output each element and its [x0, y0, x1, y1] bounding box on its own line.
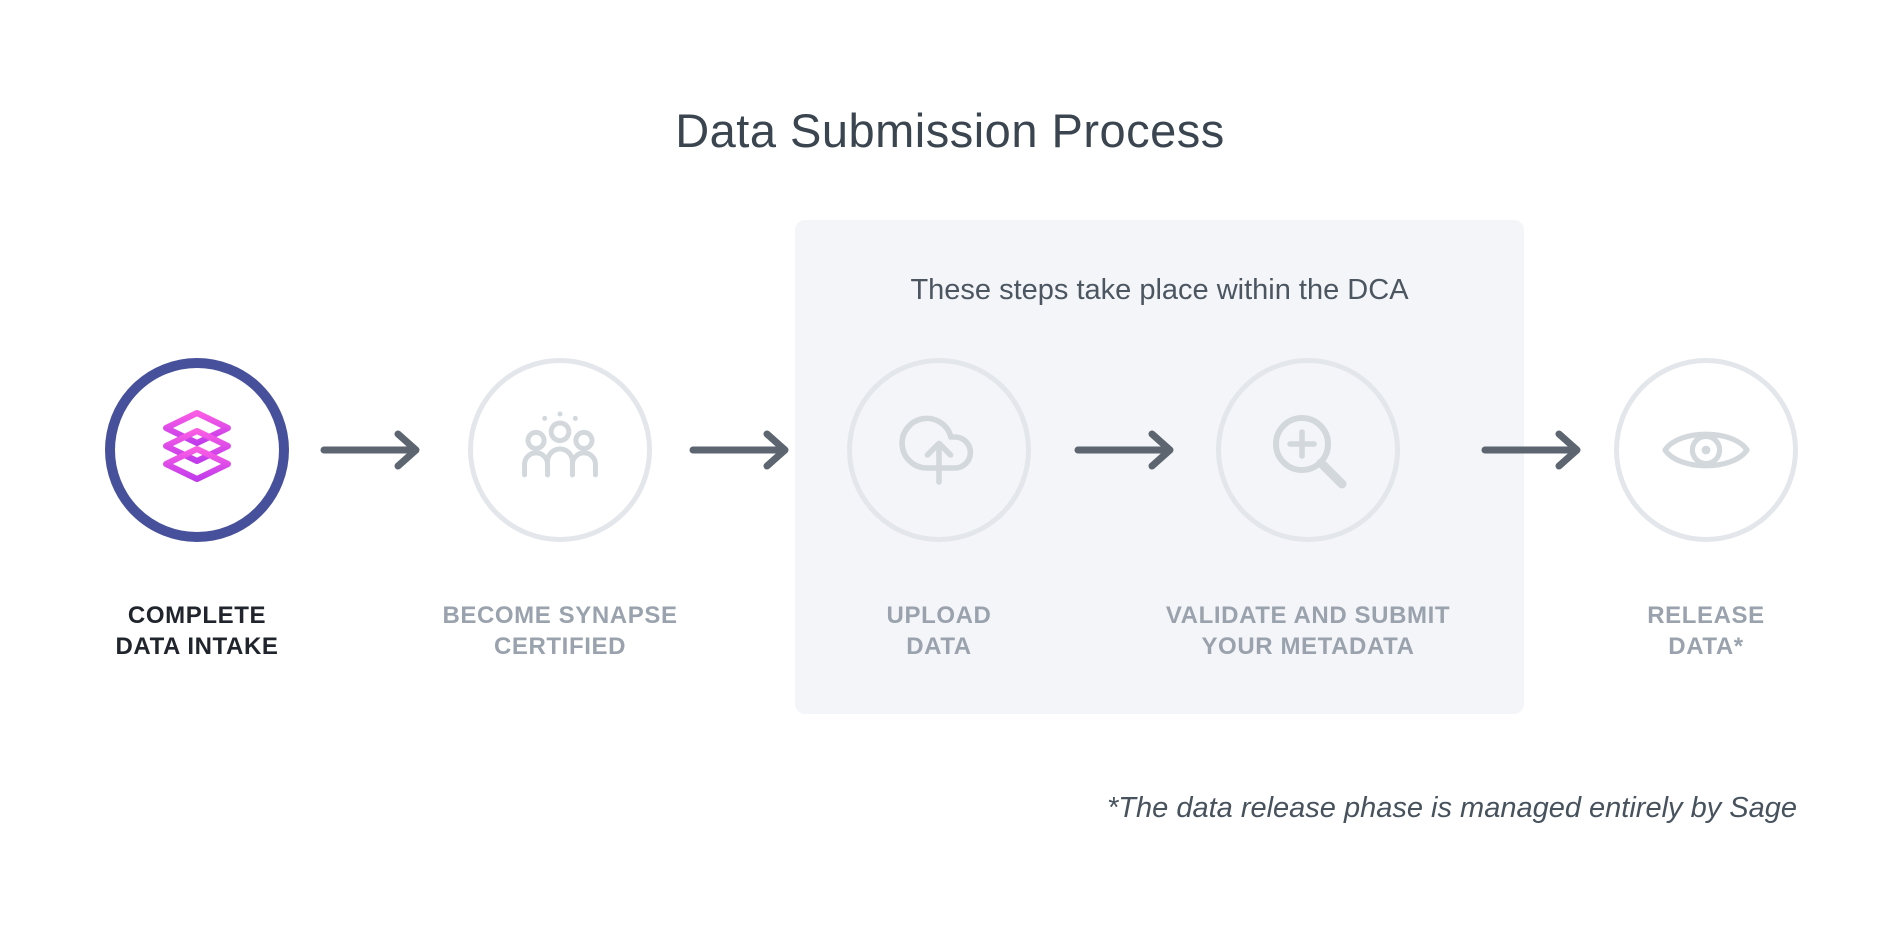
step-circle	[468, 358, 652, 542]
cloud-upload-icon	[899, 415, 974, 485]
step-circle	[1216, 358, 1400, 542]
arrow-right-icon	[320, 430, 420, 470]
step-label: RELEASE DATA*	[1546, 600, 1866, 662]
step-label-line2: DATA INTAKE	[115, 633, 279, 660]
arrow-right-icon	[1074, 430, 1174, 470]
step-label-line1: VALIDATE AND SUBMIT	[1165, 602, 1451, 629]
step-circle	[847, 358, 1031, 542]
page-title: Data Submission Process	[675, 104, 1225, 157]
eye-icon	[1662, 431, 1750, 469]
step-circle	[1614, 358, 1798, 542]
step-label-line2: YOUR METADATA	[1201, 633, 1415, 660]
step-label: UPLOAD DATA	[779, 600, 1099, 662]
step-label-line2: DATA	[906, 633, 972, 660]
dca-panel-note: These steps take place within the DCA	[910, 274, 1409, 306]
step-label: VALIDATE AND SUBMIT YOUR METADATA	[1148, 600, 1468, 662]
step-circle-active	[105, 358, 289, 542]
step-validate-submit-metadata: VALIDATE AND SUBMIT YOUR METADATA	[1148, 358, 1468, 662]
step-label-line1: RELEASE	[1647, 602, 1765, 629]
step-label-line1: COMPLETE	[127, 602, 267, 629]
step-label: BECOME SYNAPSE CERTIFIED	[400, 600, 720, 662]
step-become-synapse-certified: BECOME SYNAPSE CERTIFIED	[400, 358, 720, 662]
step-complete-data-intake: COMPLETE DATA INTAKE	[37, 358, 357, 662]
step-label: COMPLETE DATA INTAKE	[37, 600, 357, 662]
arrow-right-icon	[1481, 430, 1581, 470]
step-label-line2: CERTIFIED	[493, 633, 627, 660]
arrow-right-icon	[689, 430, 789, 470]
footnote: *The data release phase is managed entir…	[1107, 792, 1797, 824]
step-upload-data: UPLOAD DATA	[779, 358, 1099, 662]
step-label-line2: DATA*	[1668, 633, 1744, 660]
step-release-data: RELEASE DATA*	[1546, 358, 1866, 662]
layers-icon	[163, 410, 231, 482]
magnifier-plus-icon	[1273, 415, 1347, 489]
step-label-line1: UPLOAD	[886, 602, 992, 629]
people-group-icon	[522, 411, 598, 478]
step-label-line1: BECOME SYNAPSE	[442, 602, 678, 629]
